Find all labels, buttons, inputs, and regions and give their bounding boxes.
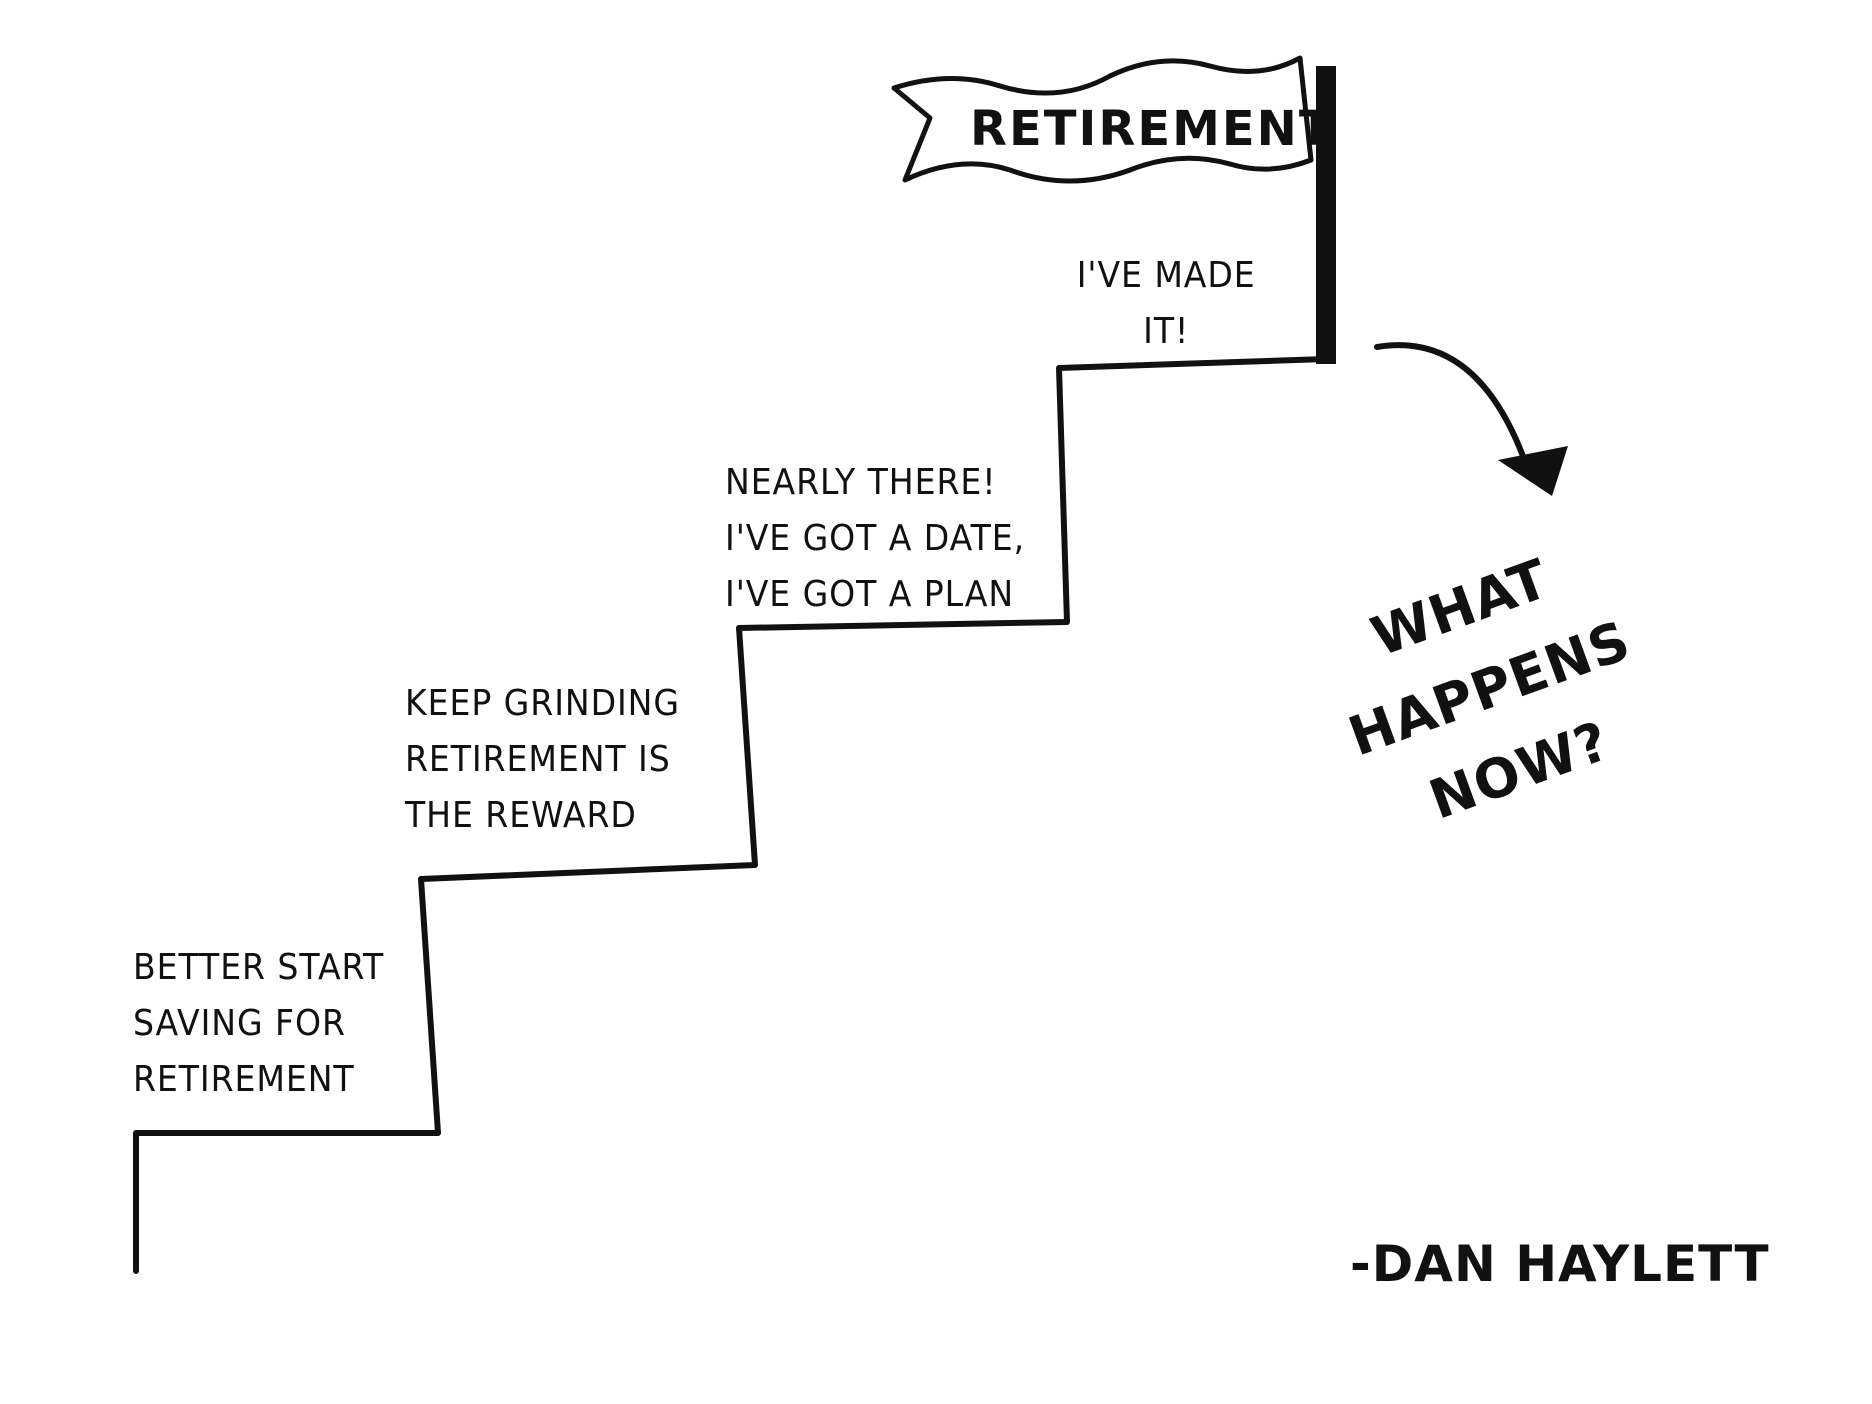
text-line: the reward xyxy=(405,794,637,836)
arrowhead-icon xyxy=(1498,446,1568,496)
text-line: I've made xyxy=(1076,255,1256,296)
text-line: it! xyxy=(1143,310,1190,352)
signature: -Dan Haylett xyxy=(1350,1235,1770,1293)
flag-pole xyxy=(1316,66,1336,364)
text-line: Better start xyxy=(133,947,385,988)
text-line: retirement xyxy=(133,1058,355,1100)
staircase-line xyxy=(133,356,1329,1274)
text-line: I've got a plan xyxy=(725,573,1015,615)
text-line: Nearly there! xyxy=(725,462,997,503)
curved-arrow xyxy=(1374,342,1531,473)
flag-banner xyxy=(891,55,1314,184)
step-2-note: Keep grinding retirement is the reward xyxy=(405,676,680,843)
step-4-note: I've made it! xyxy=(1065,248,1267,360)
text-line: retirement is xyxy=(405,738,671,780)
text-line: Keep grinding xyxy=(405,683,680,724)
step-3-note: Nearly there! I've got a date, I've got … xyxy=(725,455,1025,622)
flag-label: Retirement xyxy=(970,101,1334,157)
step-1-note: Better start saving for retirement xyxy=(133,940,384,1107)
text-line: saving for xyxy=(133,1002,346,1044)
text-line: I've got a date, xyxy=(725,517,1026,559)
